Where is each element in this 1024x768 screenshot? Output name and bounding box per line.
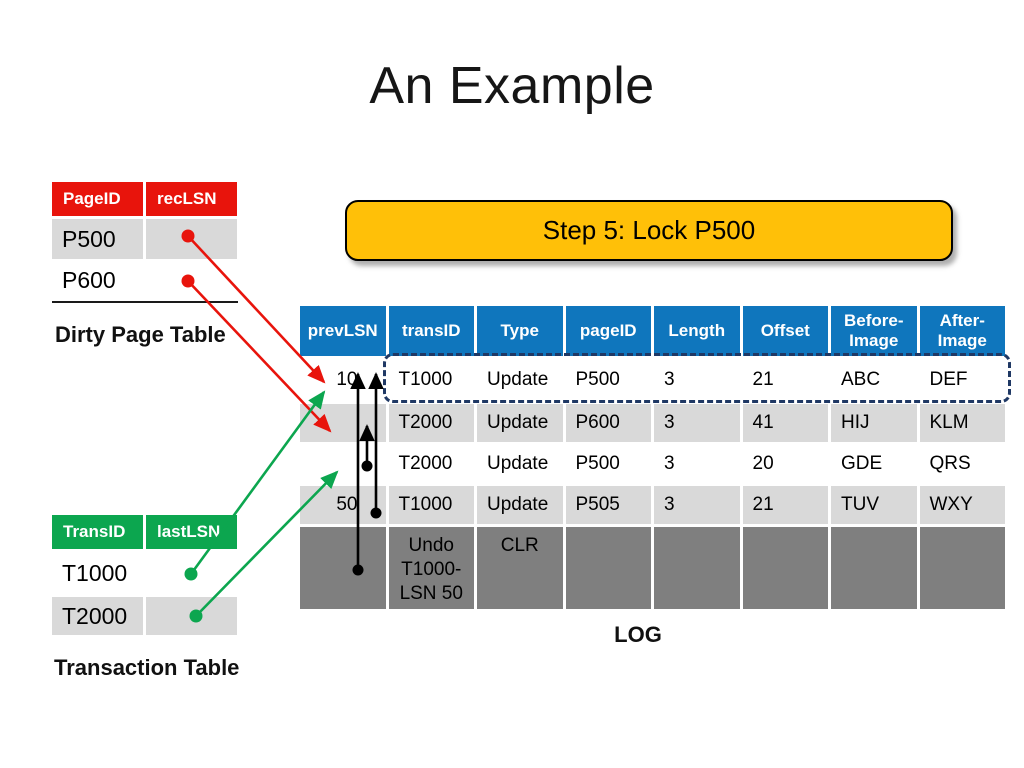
- log-row3-after: QRS: [929, 453, 971, 475]
- log-row1-after: DEF: [929, 369, 968, 391]
- log-row1-type: Update: [487, 369, 549, 391]
- log-row1-before: ABC: [841, 369, 881, 391]
- log-table: prevLSN transID Type pageID Length Offse…: [300, 306, 1005, 609]
- dirty-row-p500-reclsn: [146, 219, 237, 259]
- log-header-length: Length: [654, 306, 740, 356]
- log-row5-pageid: [565, 527, 651, 609]
- log-row3-prevlsn: [300, 445, 386, 483]
- dirty-page-table-label: Dirty Page Table: [55, 322, 226, 347]
- log-label: LOG: [614, 622, 662, 647]
- trans-row-t2000-transid: T2000: [52, 597, 143, 635]
- dirty-row-p500-pageid: P500: [52, 219, 143, 259]
- log-header-after-image: After- Image: [919, 306, 1005, 356]
- log-row1-prevlsn: 10: [336, 369, 358, 391]
- log-row4-offset: 21: [742, 486, 828, 524]
- log-row3-before: GDE: [841, 453, 883, 475]
- log-row3-transid: T2000: [398, 453, 453, 475]
- log-row2-length: 3: [654, 404, 740, 442]
- slide-title: An Example: [369, 57, 655, 115]
- transaction-table-label: Transaction Table: [54, 655, 240, 680]
- trans-row-t1000-transid: T1000: [62, 559, 128, 586]
- log-header-pageid: pageID: [565, 306, 651, 356]
- dirty-row-p600-pageid: P600: [62, 266, 116, 293]
- log-row3-type: Update: [487, 453, 549, 475]
- log-header-before-image: Before- Image: [831, 306, 917, 356]
- log-row5-type: CLR: [477, 527, 563, 609]
- log-row2-type: Update: [477, 404, 563, 442]
- trans-header-transid: TransID: [52, 515, 143, 549]
- log-row5-offset: [742, 527, 828, 609]
- log-row1-transid: T1000: [398, 369, 453, 391]
- log-row4-type: Update: [477, 486, 563, 524]
- log-row4-pageid: P505: [565, 486, 651, 524]
- log-row4-prevlsn: 50: [300, 486, 386, 524]
- step-callout-text: Step 5: Lock P500: [542, 215, 756, 245]
- log-row5-length: [654, 527, 740, 609]
- log-row2-pageid: P600: [565, 404, 651, 442]
- log-row2-prevlsn: [300, 404, 386, 442]
- dirty-header-reclsn: recLSN: [146, 182, 237, 216]
- log-header-prevlsn: prevLSN: [300, 306, 386, 356]
- log-row2-transid: T2000: [388, 404, 474, 442]
- log-row1-pageid: P500: [575, 369, 620, 391]
- dirty-row-p600-reclsn: [146, 262, 237, 298]
- log-header-transid: transID: [388, 306, 474, 356]
- log-row3-offset: 20: [752, 453, 774, 475]
- dirty-table-underline: [52, 301, 238, 303]
- trans-row-t2000-lastlsn: [146, 597, 237, 635]
- log-row1-offset: 21: [752, 369, 774, 391]
- step-callout: Step 5: Lock P500: [345, 200, 953, 261]
- trans-header-lastlsn: lastLSN: [146, 515, 237, 549]
- log-row4-after: WXY: [919, 486, 1005, 524]
- log-row1-length: 3: [664, 369, 675, 391]
- log-row5-transid: Undo T1000- LSN 50: [388, 527, 474, 609]
- log-row5-before: [831, 527, 917, 609]
- dirty-page-table: PageID recLSN P500 P600: [52, 182, 237, 298]
- log-row2-after: KLM: [919, 404, 1005, 442]
- log-row4-length: 3: [654, 486, 740, 524]
- log-row3-length: 3: [664, 453, 675, 475]
- log-row3-pageid: P500: [575, 453, 620, 475]
- log-row4-before: TUV: [831, 486, 917, 524]
- transaction-table: TransID lastLSN T1000 T2000: [52, 515, 237, 635]
- trans-row-t1000-lastlsn: [146, 552, 237, 594]
- log-row2-offset: 41: [742, 404, 828, 442]
- log-row2-before: HIJ: [831, 404, 917, 442]
- log-row4-transid: T1000: [388, 486, 474, 524]
- log-header-offset: Offset: [742, 306, 828, 356]
- dirty-header-pageid: PageID: [52, 182, 143, 216]
- log-header-type: Type: [477, 306, 563, 356]
- log-row5-prevlsn: [300, 527, 386, 609]
- log-row5-after: [919, 527, 1005, 609]
